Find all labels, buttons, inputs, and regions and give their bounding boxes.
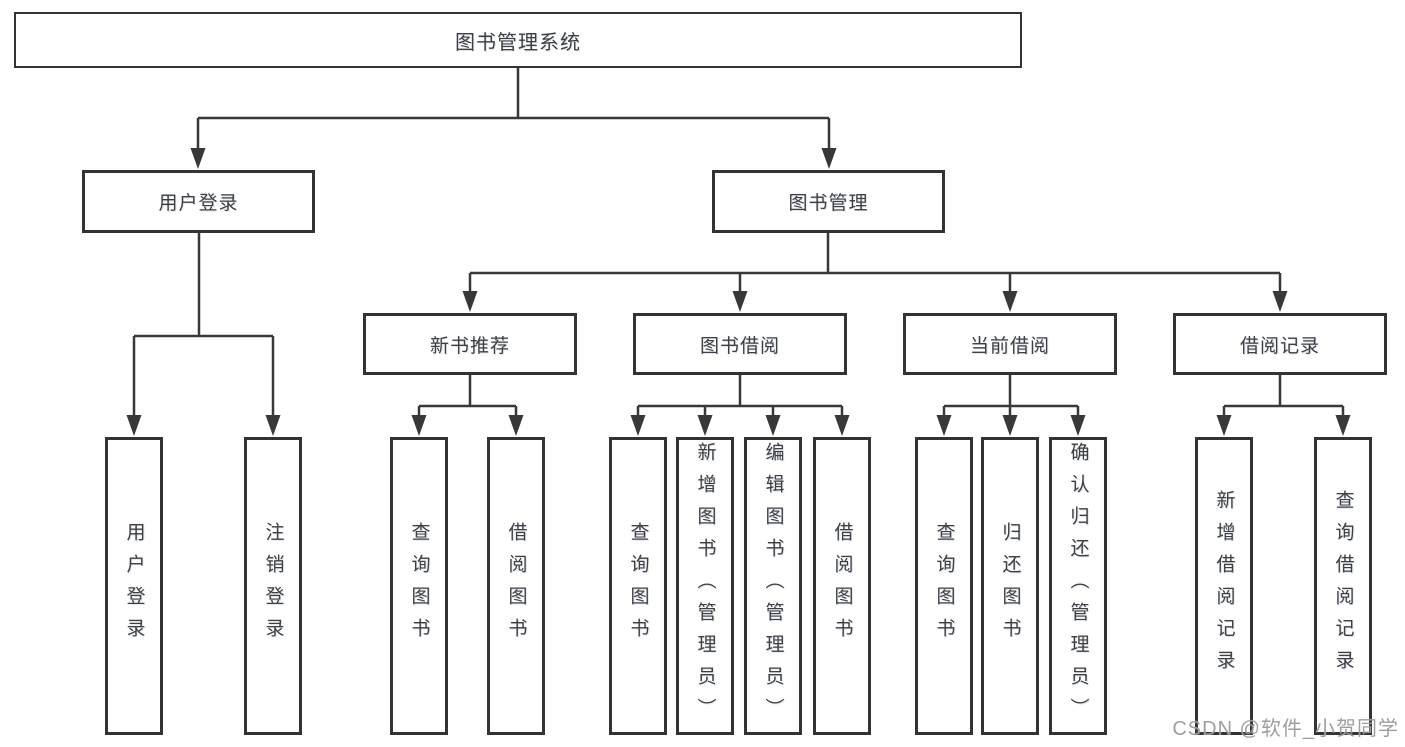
leaf-add-borrow-record: 新增借阅记录 xyxy=(1195,437,1253,735)
node-label: 查询图书 xyxy=(933,522,955,650)
csdn-watermark: CSDN @软件_小贺同学 xyxy=(1172,718,1399,740)
node-label: 确认归还（管理员） xyxy=(1067,442,1089,730)
node-label: 图书管理系统 xyxy=(455,31,581,54)
node-user-login: 用户登录 xyxy=(82,170,315,233)
leaf-add-books-admin: 新增图书（管理员） xyxy=(676,437,734,735)
node-label: 新增借阅记录 xyxy=(1213,490,1235,682)
node-book-borrow: 图书借阅 xyxy=(633,313,847,375)
leaf-return-books: 归还图书 xyxy=(981,437,1039,735)
node-label: 图书借阅 xyxy=(699,335,780,357)
connector-borrow-records-branch xyxy=(1222,375,1345,418)
node-label: 注销登录 xyxy=(262,522,284,650)
node-label: 新书推荐 xyxy=(429,335,510,357)
connector-new-book-branch xyxy=(417,375,518,418)
node-label: 图书管理 xyxy=(788,193,869,214)
connector-current-borrow-branch xyxy=(942,375,1080,418)
connector-user-login-branch xyxy=(132,233,275,418)
node-label: 查询图书 xyxy=(408,522,430,650)
leaf-borrow-books-recommend: 借阅图书 xyxy=(487,437,545,735)
connector-root-drop xyxy=(196,68,831,151)
node-current-borrow: 当前借阅 xyxy=(903,313,1117,375)
node-label: 查询图书 xyxy=(627,522,649,650)
leaf-query-books-borrow: 查询图书 xyxy=(609,437,667,735)
node-new-book-recommend: 新书推荐 xyxy=(363,313,577,375)
node-label: 用户登录 xyxy=(158,193,239,214)
node-label: 用户登录 xyxy=(123,522,145,650)
node-book-management: 图书管理 xyxy=(712,170,945,233)
node-label: 借阅图书 xyxy=(831,522,853,650)
leaf-edit-books-admin: 编辑图书（管理员） xyxy=(744,437,802,735)
node-label: 归还图书 xyxy=(999,522,1021,650)
connector-book-mgmt-branch xyxy=(468,233,1282,294)
node-label: 当前借阅 xyxy=(969,335,1050,357)
leaf-query-books-current: 查询图书 xyxy=(915,437,973,735)
node-label: 新增图书（管理员） xyxy=(694,442,716,730)
node-root-system: 图书管理系统 xyxy=(14,12,1022,68)
leaf-logout: 注销登录 xyxy=(244,437,302,735)
leaf-confirm-return-admin: 确认归还（管理员） xyxy=(1049,437,1107,735)
leaf-query-borrow-record: 查询借阅记录 xyxy=(1314,437,1372,735)
leaf-borrow-books: 借阅图书 xyxy=(813,437,871,735)
node-label: 借阅记录 xyxy=(1239,335,1320,357)
leaf-query-books-recommend: 查询图书 xyxy=(390,437,448,735)
node-label: 编辑图书（管理员） xyxy=(762,442,784,730)
node-label: 借阅图书 xyxy=(505,522,527,650)
leaf-user-login: 用户登录 xyxy=(105,437,163,735)
connector-book-borrow-branch xyxy=(636,375,844,418)
node-label: 查询借阅记录 xyxy=(1332,490,1354,682)
node-borrow-records: 借阅记录 xyxy=(1173,313,1387,375)
